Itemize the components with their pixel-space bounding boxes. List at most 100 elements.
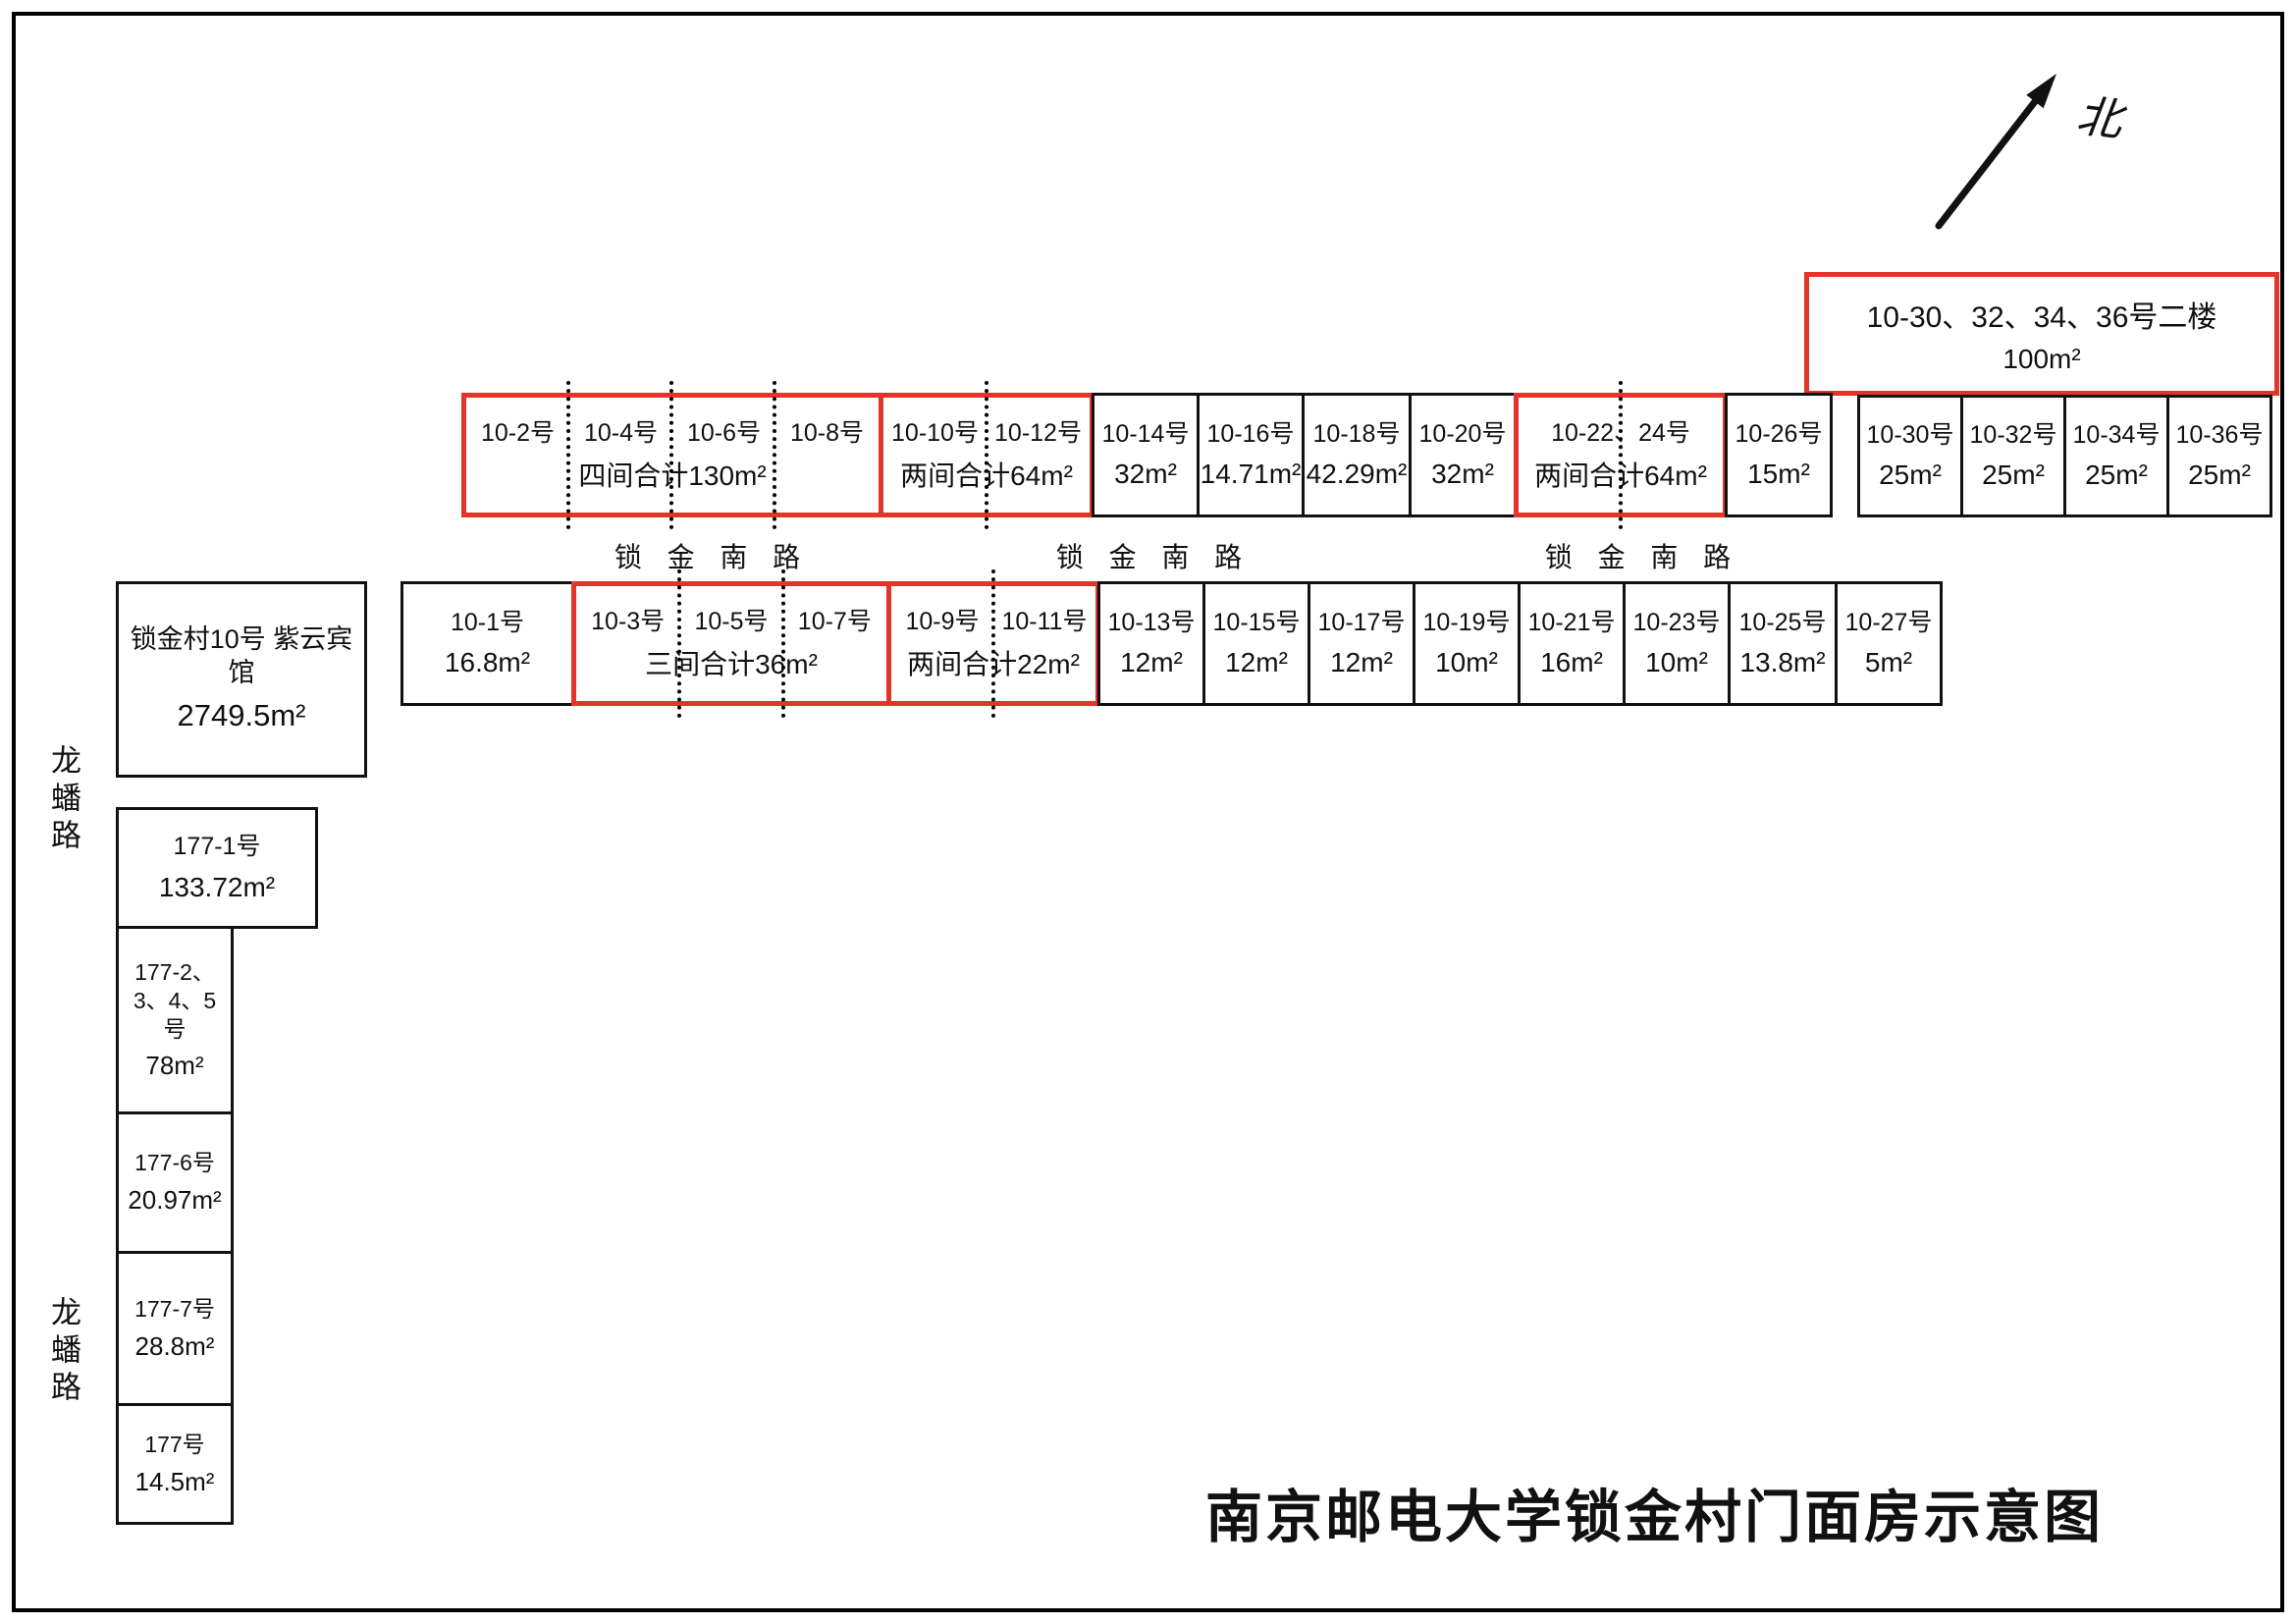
unit-area: 32m² <box>1114 459 1177 490</box>
dotted-divider <box>669 381 673 529</box>
unit-group-10-3-7: 10-3号 10-5号 10-7号 三间合计36m² <box>571 569 891 718</box>
unit-label: 10-25号 <box>1738 608 1827 636</box>
unit-10-9: 10-9号 <box>905 608 980 635</box>
unit-177-7: 177-7号 28.8m² <box>116 1251 234 1406</box>
unit-10-13: 10-13号 12m² <box>1097 581 1205 706</box>
unit-area: 25m² <box>1879 460 1942 491</box>
dotted-divider <box>781 569 785 718</box>
unit-label: 10-17号 <box>1317 608 1406 636</box>
unit-hotel-ziyun: 锁金村10号 紫云宾馆 2749.5m² <box>116 581 367 778</box>
group-cells: 10-2号 10-4号 10-6号 10-8号 <box>466 413 879 449</box>
unit-label: 177-7号 <box>134 1295 215 1322</box>
unit-area: 16.8m² <box>444 647 531 678</box>
unit-10-30-36-upstairs: 10-30、32、34、36号二楼 100m² <box>1804 272 2279 396</box>
dotted-divider <box>677 569 681 718</box>
unit-label: 10-26号 <box>1735 419 1823 448</box>
north-arrow-icon <box>1935 74 2056 230</box>
unit-label: 177-1号 <box>173 833 261 861</box>
unit-label: 10-15号 <box>1212 608 1301 636</box>
unit-area: 10m² <box>1435 647 1498 678</box>
unit-area: 12m² <box>1225 647 1288 678</box>
unit-10-8: 10-8号 <box>789 419 865 447</box>
unit-area: 25m² <box>2085 460 2148 491</box>
unit-label: 10-30、32、34、36号二楼 <box>1866 301 2217 334</box>
unit-label: 10-27号 <box>1844 608 1933 636</box>
unit-label: 锁金村10号 紫云宾馆 <box>130 624 353 688</box>
unit-10-17: 10-17号 12m² <box>1308 581 1415 706</box>
unit-label: 10-19号 <box>1422 608 1511 636</box>
road-label-longpan-1: 龙蟠路 <box>46 744 80 856</box>
group-total: 三间合计36m² <box>645 649 818 679</box>
unit-label: 10-32号 <box>1969 420 2057 449</box>
unit-group-10-2-8: 10-2号 10-4号 10-6号 10-8号 四间合计130m² <box>461 381 883 529</box>
unit-group-10-9-11: 10-9号 10-11号 两间合计22m² <box>886 569 1100 718</box>
unit-area: 12m² <box>1330 647 1393 678</box>
road-label-longpan-2: 龙蟠路 <box>46 1296 80 1408</box>
unit-label: 10-34号 <box>2072 420 2161 449</box>
unit-10-15: 10-15号 12m² <box>1202 581 1310 706</box>
group-cells: 10-9号 10-11号 <box>891 602 1095 637</box>
group-cells: 10-3号 10-5号 10-7号 <box>576 602 886 637</box>
unit-area: 12m² <box>1120 647 1183 678</box>
unit-group-10-22-24: 10-22、24号 两间合计64m² <box>1514 381 1728 529</box>
unit-10-5: 10-5号 <box>694 608 769 635</box>
unit-area: 25m² <box>1982 460 2045 491</box>
group-cells: 10-10号 10-12号 <box>883 413 1090 449</box>
dotted-divider <box>991 569 995 718</box>
unit-10-16: 10-16号 14.71m² <box>1197 393 1305 517</box>
unit-label: 10-14号 <box>1101 419 1190 448</box>
dotted-divider <box>1619 381 1623 529</box>
unit-area: 13.8m² <box>1739 647 1826 678</box>
unit-10-25: 10-25号 13.8m² <box>1728 581 1838 706</box>
unit-area: 32m² <box>1431 459 1494 490</box>
unit-label: 10-20号 <box>1418 419 1507 448</box>
unit-10-30: 10-30号 25m² <box>1857 395 1963 517</box>
unit-label: 10-21号 <box>1527 608 1616 636</box>
unit-area: 25m² <box>2188 460 2251 491</box>
north-label: 北 <box>2073 89 2125 146</box>
unit-10-3: 10-3号 <box>591 608 666 635</box>
unit-10-26: 10-26号 15m² <box>1725 393 1833 517</box>
unit-area: 42.29m² <box>1306 459 1408 490</box>
unit-177-6: 177-6号 20.97m² <box>116 1111 234 1254</box>
unit-177-2-5: 177-2、3、4、5号 78m² <box>116 926 234 1114</box>
unit-10-23: 10-23号 10m² <box>1623 581 1731 706</box>
unit-10-6: 10-6号 <box>686 419 762 447</box>
unit-area: 2749.5m² <box>177 697 306 732</box>
unit-group-10-10-12: 10-10号 10-12号 两间合计64m² <box>879 381 1095 529</box>
unit-10-1: 10-1号 16.8m² <box>400 581 574 706</box>
unit-177: 177号 14.5m² <box>116 1403 234 1525</box>
unit-10-34: 10-34号 25m² <box>2063 395 2169 517</box>
unit-area: 100m² <box>2002 344 2081 374</box>
unit-label: 10-16号 <box>1206 419 1295 448</box>
dotted-divider <box>566 381 570 529</box>
unit-label: 177号 <box>144 1431 205 1457</box>
unit-label: 10-18号 <box>1312 419 1401 448</box>
unit-label: 10-30号 <box>1866 420 1954 449</box>
unit-10-32: 10-32号 25m² <box>1960 395 2066 517</box>
unit-10-21: 10-21号 16m² <box>1518 581 1626 706</box>
diagram-title: 南京邮电大学锁金村门面房示意图 <box>1205 1486 2105 1549</box>
street-label-suojin-south-1: 锁 金 南 路 <box>614 542 810 572</box>
unit-label: 10-36号 <box>2175 420 2264 449</box>
unit-10-36: 10-36号 25m² <box>2166 395 2272 517</box>
unit-area: 16m² <box>1540 647 1603 678</box>
unit-area: 10m² <box>1645 647 1708 678</box>
unit-177-1: 177-1号 133.72m² <box>116 807 318 929</box>
dotted-divider <box>985 381 988 529</box>
unit-label: 10-1号 <box>450 608 525 636</box>
unit-10-4: 10-4号 <box>583 419 659 447</box>
unit-10-2: 10-2号 <box>480 419 556 447</box>
unit-10-20: 10-20号 32m² <box>1409 393 1517 517</box>
unit-area: 14.71m² <box>1200 459 1302 490</box>
unit-10-7: 10-7号 <box>797 608 872 635</box>
unit-10-10: 10-10号 <box>891 419 979 447</box>
unit-10-18: 10-18号 42.29m² <box>1302 393 1412 517</box>
unit-label: 177-6号 <box>134 1150 215 1176</box>
unit-label: 10-23号 <box>1632 608 1721 636</box>
unit-10-27: 10-27号 5m² <box>1835 581 1943 706</box>
dotted-divider <box>773 381 776 529</box>
unit-label: 10-13号 <box>1107 608 1196 636</box>
unit-area: 15m² <box>1747 459 1810 490</box>
